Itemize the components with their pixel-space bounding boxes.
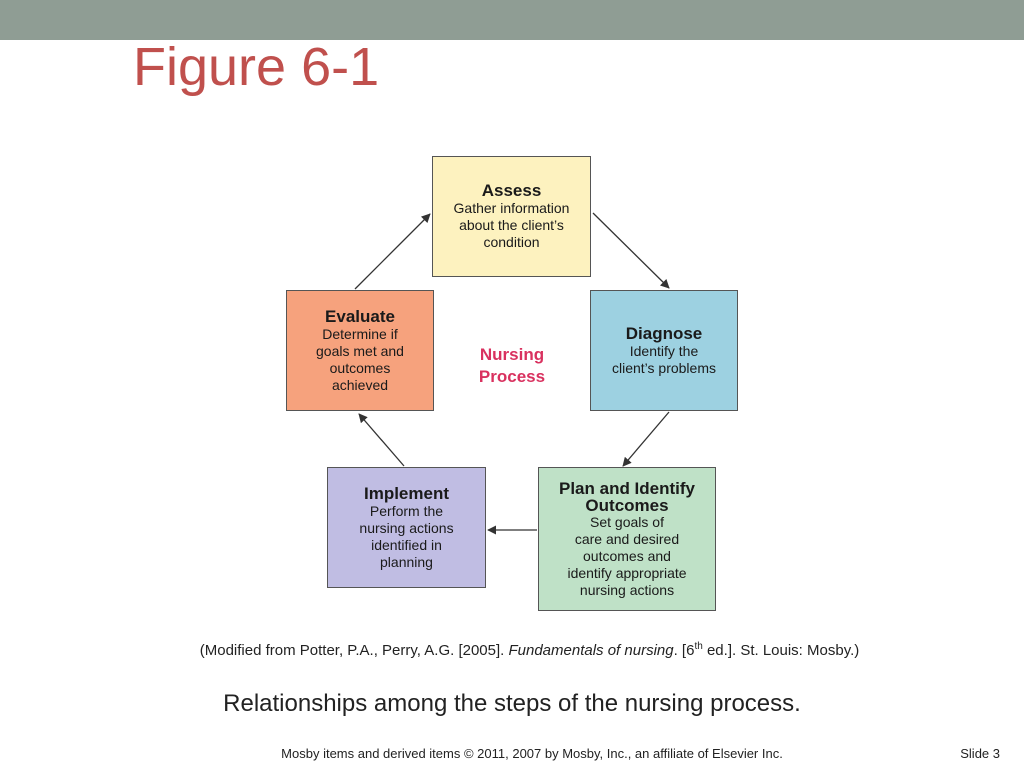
step-diagnose-heading: Diagnose (625, 323, 703, 343)
step-diagnose-description: Identify the client’s problems (611, 342, 716, 376)
slide-number: Slide 3 (960, 746, 1000, 761)
top-bar (0, 0, 1024, 40)
nursing-process-label: Nursing Process (478, 345, 546, 386)
step-assess-heading: Assess (481, 181, 542, 200)
step-assess: Assess Gather information about the clie… (432, 156, 591, 277)
step-plan: Plan and Identify Outcomes Set goals of … (538, 467, 716, 611)
copyright-footer: Mosby items and derived items © 2011, 20… (281, 746, 783, 761)
arrow-assess-to-diagnose (592, 212, 670, 289)
step-implement-description: Perform the nursing actions identified i… (359, 502, 454, 570)
slide-title: Figure 6-1 (133, 37, 380, 97)
step-plan-description: Set goals of care and desired outcomes a… (567, 513, 687, 598)
arrow-diagnose-to-plan (622, 411, 670, 467)
step-plan-heading: Plan and Identify Outcomes (558, 478, 696, 515)
arrow-evaluate-to-assess (354, 213, 431, 290)
figure-citation: (Modified from Potter, P.A., Perry, A.G.… (199, 641, 860, 660)
step-evaluate: Evaluate Determine if goals met and outc… (286, 290, 434, 411)
step-assess-description: Gather information about the client’s co… (453, 200, 570, 250)
step-diagnose: Diagnose Identify the client’s problems (590, 290, 738, 411)
citation-book-title: Fundamentals of nursing (508, 642, 674, 659)
step-implement: Implement Perform the nursing actions id… (327, 467, 486, 588)
arrow-implement-to-evaluate (358, 413, 405, 467)
step-implement-heading: Implement (363, 483, 450, 503)
figure-caption: Relationships among the steps of the nur… (223, 690, 801, 717)
step-evaluate-description: Determine if goals met and outcomes achi… (316, 325, 404, 393)
step-evaluate-heading: Evaluate (325, 306, 395, 326)
